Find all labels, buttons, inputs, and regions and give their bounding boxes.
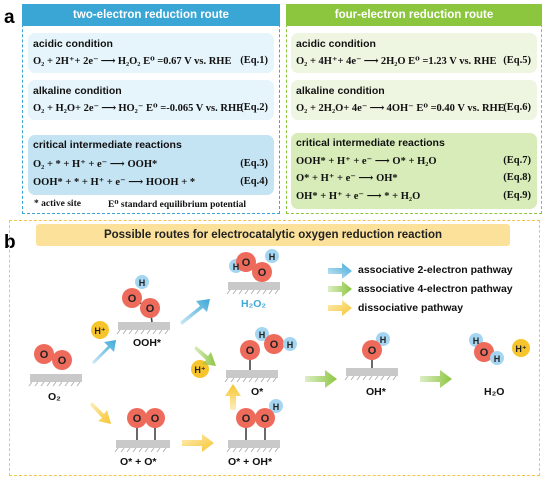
equation-2-number: (Eq.2) (240, 102, 268, 113)
h-atom-label: H (139, 278, 146, 288)
o-atom-label: O (40, 349, 49, 361)
h-atom-label: H (494, 354, 501, 364)
ooh-adsorbate: H O O (122, 275, 160, 318)
arrow-o-to-oh (305, 370, 337, 388)
h-atom-label: H (473, 336, 480, 346)
species-o-o: O* + O* (120, 456, 157, 468)
h-atom-label: H (233, 262, 240, 272)
equation-8: O* + H⁺ + e⁻ ⟶ OH* (296, 173, 398, 184)
h-atom-label: H (273, 402, 280, 412)
equation-7-number: (Eq.7) (503, 155, 531, 166)
equation-7: OOH* + H⁺ + e⁻ ⟶ O* + H₂O (296, 156, 437, 167)
species-o2: O₂ (48, 391, 61, 403)
panel-b-title: Possible routes for electrocatalytic oxy… (36, 224, 510, 246)
o-atom-label: O (58, 355, 67, 367)
equation-1: O₂ + 2H⁺+ 2e⁻ ⟶ H₂O₂ E⁰ =0.67 V vs. RHE (33, 56, 232, 67)
arrow-ooh-to-o (194, 346, 216, 366)
oh-adsorbate: H O (362, 332, 390, 360)
species-h2o: H₂O (484, 386, 505, 398)
legend-yellow-arrow (328, 300, 352, 316)
o-atom-label: O (146, 303, 155, 315)
arrow-oh-to-h2o (420, 370, 452, 388)
o-atom-label: O (261, 413, 270, 425)
two-electron-alkaline-title: alkaline condition (33, 85, 122, 97)
o-atom-label: O (270, 339, 279, 351)
species-ooh: OOH* (133, 337, 162, 349)
equation-9: OH* + H⁺ + e⁻ ⟶ * + H₂O (296, 191, 421, 202)
catalyst-surface (30, 282, 398, 448)
panel-b-box (9, 220, 540, 476)
legend-green-arrow (328, 281, 352, 297)
o-atom-label: O (246, 345, 255, 357)
legend-blue-arrow (328, 263, 352, 279)
four-electron-intermediate-box (291, 133, 537, 209)
o-atom-label: O (151, 413, 160, 425)
h-atom-label: H (269, 252, 276, 262)
equation-4-number: (Eq.4) (240, 176, 268, 187)
proton-3: H⁺ (512, 339, 530, 357)
equation-9-number: (Eq.9) (503, 190, 531, 201)
o2-molecule: O O (34, 344, 72, 370)
o-atom-label: O (368, 345, 377, 357)
legend-yellow-label: dissociative pathway (358, 302, 464, 314)
two-electron-acidic-title: acidic condition (33, 38, 113, 50)
four-electron-title: four-electron reduction route (286, 4, 542, 26)
four-electron-alkaline-title: alkaline condition (296, 85, 385, 97)
equation-3-number: (Eq.3) (240, 158, 268, 169)
proton-1: H⁺ (91, 321, 109, 339)
arrow-o-oh-to-o (225, 384, 241, 410)
arrow-o2-to-o-o (90, 402, 111, 424)
svg-text:H⁺: H⁺ (94, 326, 105, 336)
equation-6: O₂ + 2H₂O+ 4e⁻ ⟶ 4OH⁻ E⁰ =0.40 V vs. RHE (296, 103, 505, 114)
two-electron-acidic-box (28, 33, 274, 73)
o-atom-label: O (133, 413, 142, 425)
o-atom-label: O (242, 413, 251, 425)
equation-6-number: (Eq.6) (503, 102, 531, 113)
svg-text:H⁺: H⁺ (194, 365, 205, 375)
svg-text:H⁺: H⁺ (515, 344, 526, 354)
species-o-oh: O* + OH* (228, 456, 273, 468)
footnote-standard-potential: E⁰ standard equilibrium potential (108, 200, 246, 210)
four-electron-acidic-box (291, 33, 537, 73)
h-atom-label: H (259, 330, 266, 340)
two-electron-title: two-electron reduction route (22, 4, 280, 26)
o-atom-label: O (242, 257, 251, 269)
four-electron-intermediate-title: critical intermediate reactions (296, 137, 445, 149)
o-atom-label: O (480, 347, 489, 359)
arrow-o-o-to-o-oh (182, 434, 214, 452)
water-molecule: H O H (469, 333, 504, 365)
h-atom-label: H (380, 335, 387, 345)
o-oh-adsorbates: O H O (236, 399, 283, 428)
legend-green-label: associative 4-electron pathway (358, 283, 513, 295)
o-atom-label: O (258, 267, 267, 279)
h2o2-molecule: H O O H (229, 249, 279, 282)
four-electron-acidic-title: acidic condition (296, 38, 376, 50)
species-h2o2: H₂O₂ (241, 298, 267, 310)
surface-hatching (28, 289, 397, 453)
equation-5-number: (Eq.5) (503, 55, 531, 66)
h-atom-label: H (287, 340, 294, 350)
o-atom-label: O (128, 293, 137, 305)
equation-4: OOH* + * + H⁺ + e⁻ ⟶ HOOH + * (33, 177, 196, 188)
equation-8-number: (Eq.8) (503, 172, 531, 183)
panel-a-label: a (4, 7, 15, 28)
two-electron-intermediate-box (28, 135, 274, 195)
legend-blue-label: associative 2-electron pathway (358, 264, 513, 276)
two-electron-intermediate-title: critical intermediate reactions (33, 139, 182, 151)
arrow-ooh-to-h2o2 (180, 299, 210, 325)
equation-1-number: (Eq.1) (240, 55, 268, 66)
two-electron-alkaline-box (28, 80, 274, 120)
four-electron-alkaline-box (291, 80, 537, 120)
species-o-star: O* (251, 386, 264, 398)
species-oh-star: OH* (366, 386, 386, 398)
equation-5: O₂ + 4H⁺+ 4e⁻ ⟶ 2H₂O E⁰ =1.23 V vs. RHE (296, 56, 497, 67)
o-o-adsorbates: O O (127, 408, 165, 428)
arrow-o2-to-ooh (92, 340, 116, 364)
o-adsorbate-with-water: O H O H (240, 327, 297, 360)
equation-2: O₂ + H₂O+ 2e⁻ ⟶ HO₂⁻ E⁰ =-0.065 V vs. RH… (33, 103, 244, 114)
equation-3: O₂ + * + H⁺ + e⁻ ⟶ OOH* (33, 159, 158, 170)
proton-2: H⁺ (191, 360, 209, 378)
footnote-active-site: * active site (34, 199, 81, 209)
